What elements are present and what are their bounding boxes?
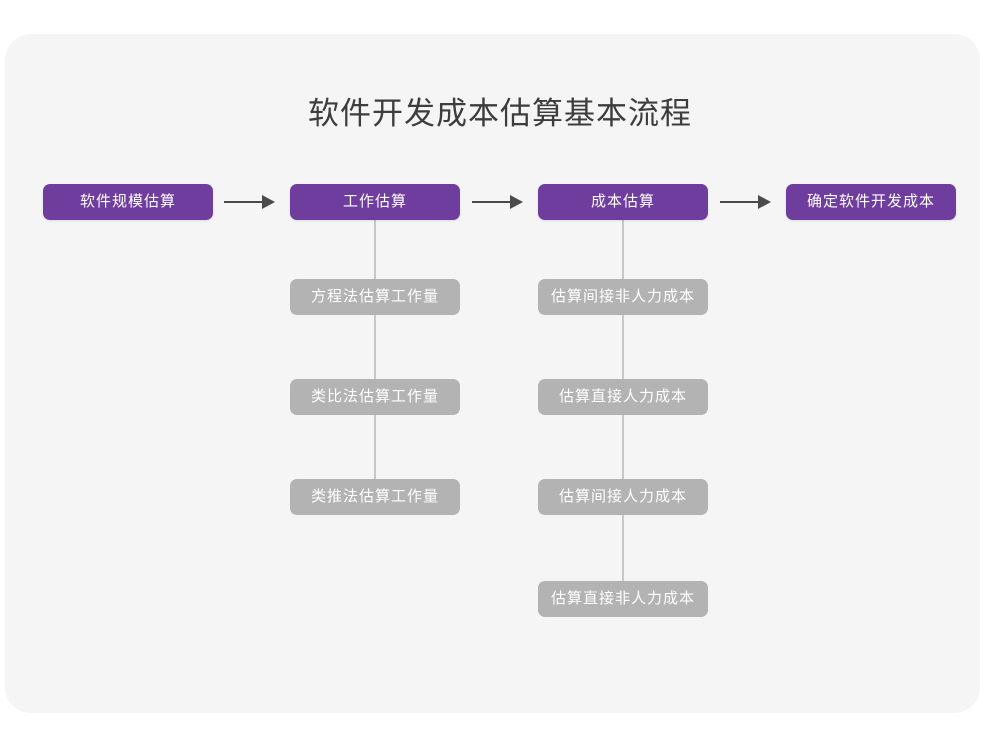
- substep-box-indirect-labor-cost[interactable]: 估算间接人力成本: [538, 479, 708, 515]
- arrow-head-icon: [262, 195, 275, 209]
- stage-box-software-scale-estimation[interactable]: 软件规模估算: [43, 184, 213, 220]
- substep-box-indirect-nonlabor-cost[interactable]: 估算间接非人力成本: [538, 279, 708, 315]
- page-title: 软件开发成本估算基本流程: [308, 96, 692, 131]
- arrow-shaft: [224, 201, 270, 203]
- stage-box-work-estimation[interactable]: 工作估算: [290, 184, 460, 220]
- connector-line-stage-3: [622, 218, 624, 614]
- substep-box-analogy-method-workload[interactable]: 类比法估算工作量: [290, 379, 460, 415]
- connector-line-stage-2: [374, 218, 376, 514]
- arrow-stage-1-to-2: [224, 184, 280, 220]
- stage-box-determine-development-cost[interactable]: 确定软件开发成本: [786, 184, 956, 220]
- arrow-shaft: [472, 201, 518, 203]
- substep-box-direct-nonlabor-cost[interactable]: 估算直接非人力成本: [538, 581, 708, 617]
- stage-box-cost-estimation[interactable]: 成本估算: [538, 184, 708, 220]
- substep-box-equation-method-workload[interactable]: 方程法估算工作量: [290, 279, 460, 315]
- arrow-head-icon: [510, 195, 523, 209]
- diagram-card-background: [5, 34, 980, 713]
- substep-box-direct-labor-cost[interactable]: 估算直接人力成本: [538, 379, 708, 415]
- substep-box-inference-method-workload[interactable]: 类推法估算工作量: [290, 479, 460, 515]
- arrow-stage-3-to-4: [720, 184, 776, 220]
- arrow-stage-2-to-3: [472, 184, 528, 220]
- arrow-head-icon: [758, 195, 771, 209]
- arrow-shaft: [720, 201, 766, 203]
